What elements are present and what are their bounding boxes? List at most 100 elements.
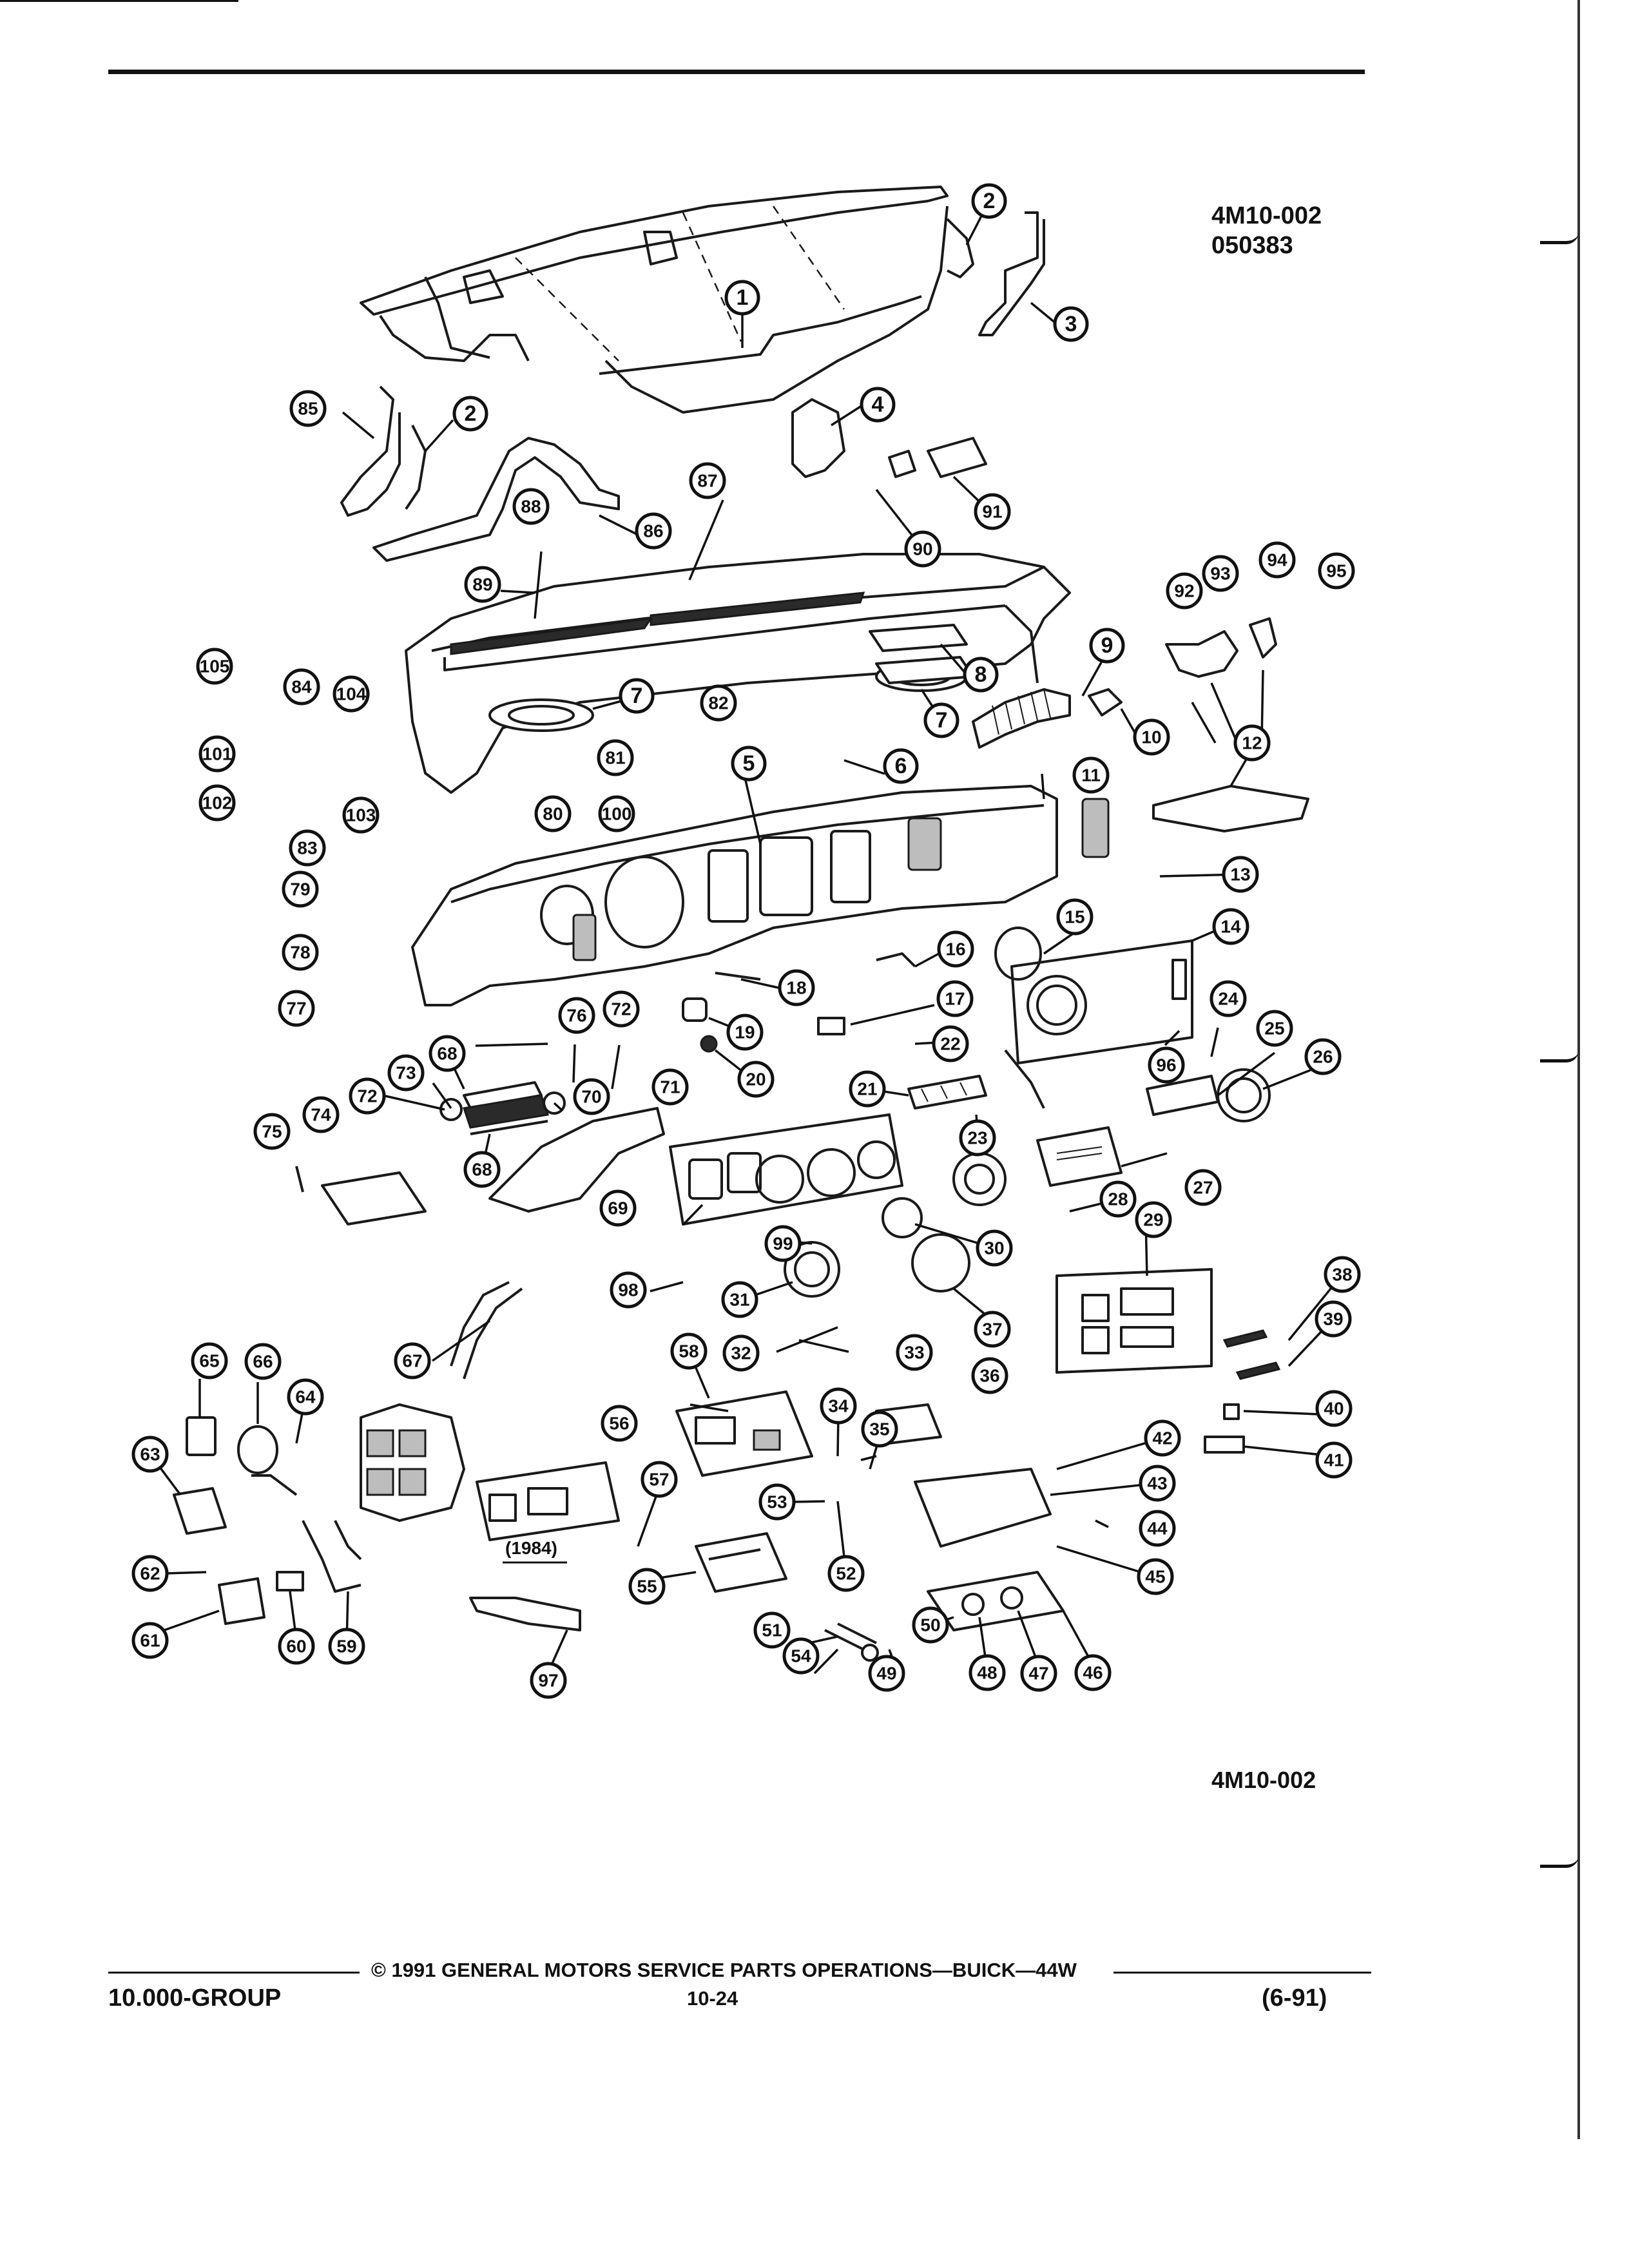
svg-text:76: 76 — [566, 1006, 586, 1026]
svg-text:87: 87 — [697, 471, 717, 491]
callout: 45 — [1137, 1558, 1174, 1595]
callout: 17 — [936, 980, 974, 1017]
callout: 71 — [651, 1068, 689, 1106]
callout: 70 — [573, 1078, 610, 1115]
callout: 11 — [1072, 756, 1110, 794]
svg-text:52: 52 — [836, 1564, 856, 1584]
radio-1984 — [476, 1461, 620, 1541]
svg-text:81: 81 — [605, 748, 625, 768]
svg-text:32: 32 — [731, 1343, 751, 1363]
svg-text:62: 62 — [140, 1564, 160, 1584]
svg-text:6: 6 — [895, 754, 907, 778]
radio-56 — [675, 1390, 813, 1477]
callout: 53 — [758, 1483, 796, 1521]
callout: 32 — [722, 1334, 760, 1372]
copyright-notice: © 1991 GENERAL MOTORS SERVICE PARTS OPER… — [371, 1959, 1077, 1981]
page-edge — [1577, 0, 1580, 2139]
callout: 27 — [1184, 1169, 1222, 1206]
bracket-4 — [791, 398, 845, 478]
drawing-number: 4M10-002 — [1211, 202, 1322, 229]
callout: 30 — [976, 1229, 1013, 1267]
callout: 52 — [827, 1555, 865, 1592]
callout: 72 — [602, 990, 640, 1028]
svg-text:41: 41 — [1324, 1450, 1344, 1470]
callout: 38 — [1324, 1256, 1361, 1293]
callout: 104 — [333, 675, 370, 713]
svg-text:59: 59 — [336, 1637, 356, 1657]
svg-text:10: 10 — [1141, 727, 1161, 747]
leader-lines — [149, 200, 1344, 1682]
glove-box-compartment — [914, 1468, 1065, 1631]
svg-text:3: 3 — [1065, 312, 1077, 336]
svg-text:80: 80 — [543, 804, 563, 824]
svg-text:14: 14 — [1220, 917, 1241, 937]
svg-text:54: 54 — [791, 1646, 811, 1666]
svg-text:101: 101 — [202, 744, 233, 764]
callout: 91 — [974, 493, 1011, 530]
svg-text:8: 8 — [975, 662, 987, 687]
svg-text:28: 28 — [1108, 1189, 1128, 1209]
svg-text:42: 42 — [1152, 1428, 1172, 1448]
callout: 69 — [599, 1189, 637, 1227]
callout: 18 — [778, 969, 815, 1006]
ring-15 — [994, 927, 1042, 981]
callout-labels: 1 2 3 4 90 91 87 86 88 89 2 85 84 7 8 7 … — [131, 183, 1361, 1699]
year-note: (1984) — [505, 1538, 557, 1558]
instrument-panel-pad — [360, 186, 949, 414]
svg-text:85: 85 — [298, 399, 318, 419]
svg-text:15: 15 — [1065, 907, 1084, 927]
callout: 76 — [558, 997, 595, 1034]
svg-text:24: 24 — [1218, 989, 1239, 1009]
callout: 4 — [860, 387, 896, 423]
svg-text:31: 31 — [729, 1290, 749, 1310]
svg-text:104: 104 — [336, 684, 367, 704]
mounting-bracket-left — [340, 385, 620, 562]
drawing-number-bottom: 4M10-002 — [1211, 1767, 1316, 1793]
svg-text:74: 74 — [311, 1105, 331, 1125]
svg-text:64: 64 — [295, 1387, 316, 1407]
svg-text:11: 11 — [1081, 765, 1101, 785]
svg-text:39: 39 — [1323, 1309, 1343, 1329]
callout: 15 — [1056, 898, 1094, 936]
callout: 105 — [196, 648, 233, 685]
svg-text:43: 43 — [1147, 1474, 1167, 1494]
drawing-code: 050383 — [1211, 232, 1293, 259]
svg-text:50: 50 — [920, 1615, 940, 1635]
callout: 59 — [328, 1628, 365, 1665]
callout: 7 — [923, 702, 959, 738]
svg-text:16: 16 — [945, 939, 965, 959]
group-number: 10.000-GROUP — [108, 1984, 282, 2012]
svg-text:79: 79 — [290, 879, 310, 899]
svg-text:55: 55 — [637, 1577, 657, 1597]
top-rule — [108, 70, 1365, 74]
svg-text:25: 25 — [1264, 1019, 1284, 1039]
svg-text:71: 71 — [660, 1077, 680, 1097]
callout: 95 — [1318, 552, 1355, 590]
callout: 77 — [278, 990, 315, 1027]
callout: 2 — [971, 183, 1007, 219]
svg-text:57: 57 — [649, 1470, 669, 1490]
bracket-92-95 — [1165, 617, 1277, 678]
callout: 50 — [912, 1606, 949, 1644]
callout: 55 — [628, 1568, 666, 1605]
callout: 73 — [387, 1054, 425, 1091]
footer-rule — [1113, 1972, 1371, 1974]
svg-text:95: 95 — [1326, 561, 1346, 581]
svg-text:103: 103 — [346, 805, 376, 825]
wiring-harness — [302, 1281, 523, 1593]
callout: 103 — [342, 796, 380, 834]
callout: 67 — [394, 1342, 431, 1379]
svg-text:2: 2 — [465, 401, 477, 426]
svg-text:5: 5 — [743, 751, 755, 776]
svg-text:86: 86 — [643, 521, 663, 541]
callout: 63 — [131, 1436, 169, 1473]
svg-text:75: 75 — [262, 1122, 282, 1142]
bulb-49-54 — [824, 1622, 879, 1662]
callout: 68 — [463, 1151, 501, 1188]
footer-rule — [108, 1972, 360, 1974]
callout: 66 — [244, 1343, 282, 1380]
callout: 25 — [1256, 1010, 1293, 1047]
binding-tick — [1540, 1856, 1579, 1868]
svg-text:102: 102 — [202, 793, 233, 813]
callout: 6 — [883, 748, 919, 784]
